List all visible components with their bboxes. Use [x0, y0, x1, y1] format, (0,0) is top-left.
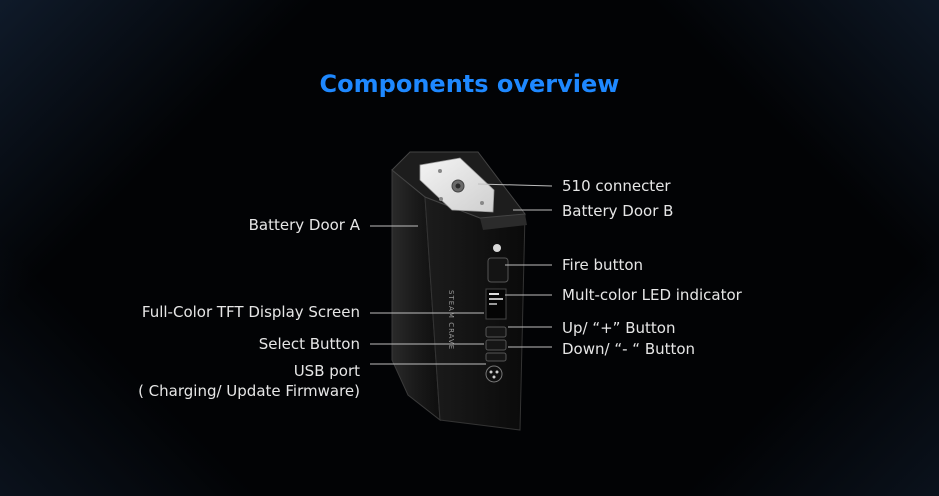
- fire-button-shape: [487, 257, 509, 283]
- led-dot-icon: [493, 244, 501, 252]
- select-button-shape: [485, 352, 507, 362]
- label-battery-door-b: Battery Door B: [562, 202, 674, 220]
- label-usb-port: USB port: [293, 362, 360, 380]
- battery-door-b-panel: [480, 214, 527, 230]
- label-battery-door-a: Battery Door A: [248, 216, 360, 234]
- usb-port-icon: [485, 365, 503, 383]
- label-510-connector: 510 connecter: [562, 177, 671, 195]
- down-button-shape: [485, 339, 507, 351]
- label-select-button: Select Button: [258, 335, 360, 353]
- label-fire-button: Fire button: [562, 256, 644, 274]
- label-usb-port-detail: ( Charging/ Update Firmware): [138, 382, 360, 400]
- brand-text: STEAM CRAVE: [447, 290, 455, 350]
- up-button-shape: [485, 326, 507, 338]
- label-led-indicator: Mult-color LED indicator: [562, 286, 742, 304]
- label-display-screen: Full-Color TFT Display Screen: [141, 303, 360, 321]
- label-down-button: Down/ “- “ Button: [562, 340, 696, 358]
- label-up-button: Up/ “+” Button: [562, 319, 676, 337]
- page-title: Components overview: [319, 70, 620, 98]
- device-top: [391, 151, 526, 219]
- leader-lines: [370, 183, 553, 365]
